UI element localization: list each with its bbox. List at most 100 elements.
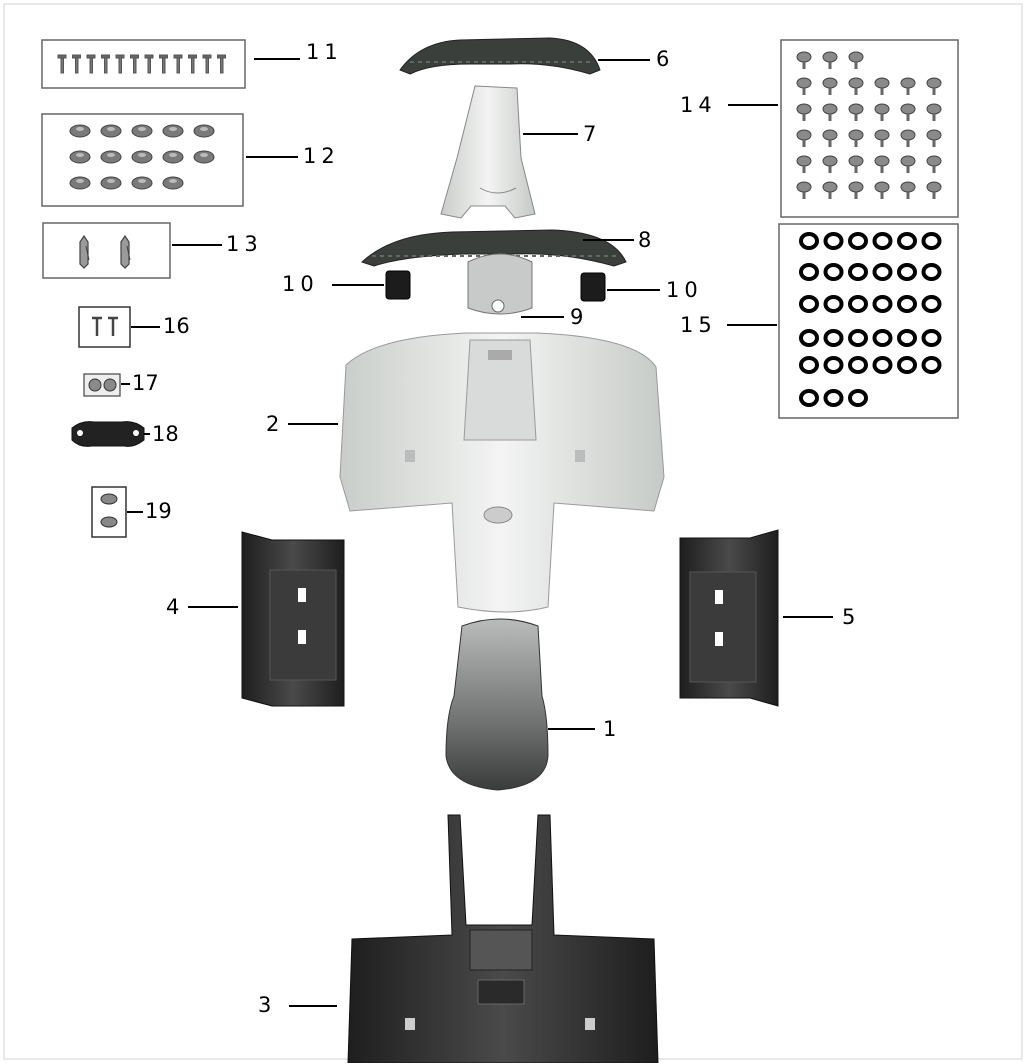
- washer-icon: [897, 329, 917, 347]
- washer-icon: [921, 263, 942, 281]
- washer-icon: [872, 263, 893, 281]
- nut-icon: [100, 150, 122, 164]
- washer-icon: [823, 295, 844, 313]
- label-7: 7: [583, 122, 602, 146]
- label-8: 8: [638, 228, 657, 252]
- part-2-front-fender: [288, 332, 665, 613]
- part-6-front-rack: [399, 37, 650, 75]
- washer-icon: [799, 356, 819, 374]
- nut-icon: [193, 150, 215, 164]
- part-11-screws-box: [41, 39, 300, 89]
- part-17-grommets: [83, 373, 130, 397]
- bolt-icon: [900, 181, 916, 199]
- nut-icon: [69, 150, 91, 164]
- washer-icon: [823, 232, 844, 250]
- bolt-icon: [926, 181, 942, 199]
- bolt-icon: [874, 103, 890, 121]
- bolt-icon: [926, 155, 942, 173]
- nut-icon: [131, 124, 153, 138]
- bolt-icon: [926, 103, 942, 121]
- washer-icon: [848, 263, 868, 281]
- part-10-bushing-right: [580, 272, 660, 302]
- bolt-icon: [848, 51, 864, 69]
- bolt-icon: [874, 129, 890, 147]
- screw-icon: [101, 54, 110, 74]
- nut-icon: [69, 176, 91, 190]
- part-4-left-footrest: [188, 531, 345, 707]
- washer-icon: [897, 232, 917, 250]
- washer-icon: [823, 389, 844, 407]
- washer-icon: [848, 356, 868, 374]
- washer-icon: [848, 329, 868, 347]
- part-15-washers-box: [727, 223, 959, 419]
- washer-icon: [848, 232, 868, 250]
- washer-icon: [872, 329, 893, 347]
- bolt-icon: [848, 181, 864, 199]
- bolt-icon: [926, 129, 942, 147]
- bolt-icon: [822, 77, 838, 95]
- screw-icon: [86, 54, 96, 74]
- label-15: 15: [680, 313, 717, 337]
- nut-icon: [162, 176, 184, 190]
- screw-icon: [202, 54, 212, 74]
- washer-icon: [921, 329, 942, 347]
- bolt-icon: [796, 77, 812, 95]
- part-14-bolts-box: [728, 39, 959, 218]
- label-13: 13: [226, 232, 263, 256]
- washer-icon: [848, 389, 868, 407]
- label-4: 4: [166, 595, 185, 619]
- label-9: 9: [570, 305, 589, 329]
- bolt-icon: [900, 77, 916, 95]
- bolt-icon: [926, 77, 942, 95]
- bolt-icon: [796, 155, 812, 173]
- label-10-left: 10: [282, 272, 319, 296]
- screw-icon: [130, 54, 139, 74]
- bolt-icon: [796, 51, 812, 69]
- washer-icon: [921, 295, 942, 313]
- nut-icon: [193, 124, 215, 138]
- label-1: 1: [603, 717, 622, 741]
- label-10-right: 10: [666, 278, 703, 302]
- bolt-icon: [874, 155, 890, 173]
- label-11: 11: [306, 40, 343, 64]
- bolt-icon: [822, 103, 838, 121]
- bolt-icon: [848, 129, 864, 147]
- screw-icon: [57, 54, 67, 74]
- washer-icon: [799, 329, 819, 347]
- washer-icon: [823, 263, 844, 281]
- screw-icon: [144, 54, 154, 74]
- bolt-icon: [848, 77, 864, 95]
- part-18-bracket: [71, 421, 150, 447]
- bolt-icon: [822, 181, 838, 199]
- nut-icon: [131, 176, 153, 190]
- bolt-icon: [874, 77, 890, 95]
- bolt-icon: [848, 103, 864, 121]
- part-9-plate: [467, 253, 564, 318]
- label-16: 16: [163, 314, 190, 338]
- label-17: 17: [132, 371, 159, 395]
- bolt-icon: [848, 155, 864, 173]
- washer-icon: [897, 356, 917, 374]
- nut-icon: [100, 124, 122, 138]
- part-12-nuts-box: [41, 113, 298, 207]
- screw-icon: [173, 54, 183, 74]
- bolt-icon: [822, 51, 838, 69]
- screw-icon: [72, 54, 81, 74]
- washer-icon: [897, 295, 917, 313]
- label-2: 2: [266, 412, 285, 436]
- nut-icon: [162, 150, 184, 164]
- screw-icon: [115, 54, 125, 74]
- washer-icon: [848, 295, 868, 313]
- washer-icon: [921, 232, 942, 250]
- label-6: 6: [656, 47, 675, 71]
- label-14: 14: [680, 93, 717, 117]
- part-19-fasteners: [91, 486, 143, 538]
- nut-icon: [69, 124, 91, 138]
- label-5: 5: [842, 605, 861, 629]
- bolt-icon: [900, 129, 916, 147]
- bolt-icon: [822, 155, 838, 173]
- part-16-bolts-box: [78, 306, 160, 348]
- bolt-icon: [822, 129, 838, 147]
